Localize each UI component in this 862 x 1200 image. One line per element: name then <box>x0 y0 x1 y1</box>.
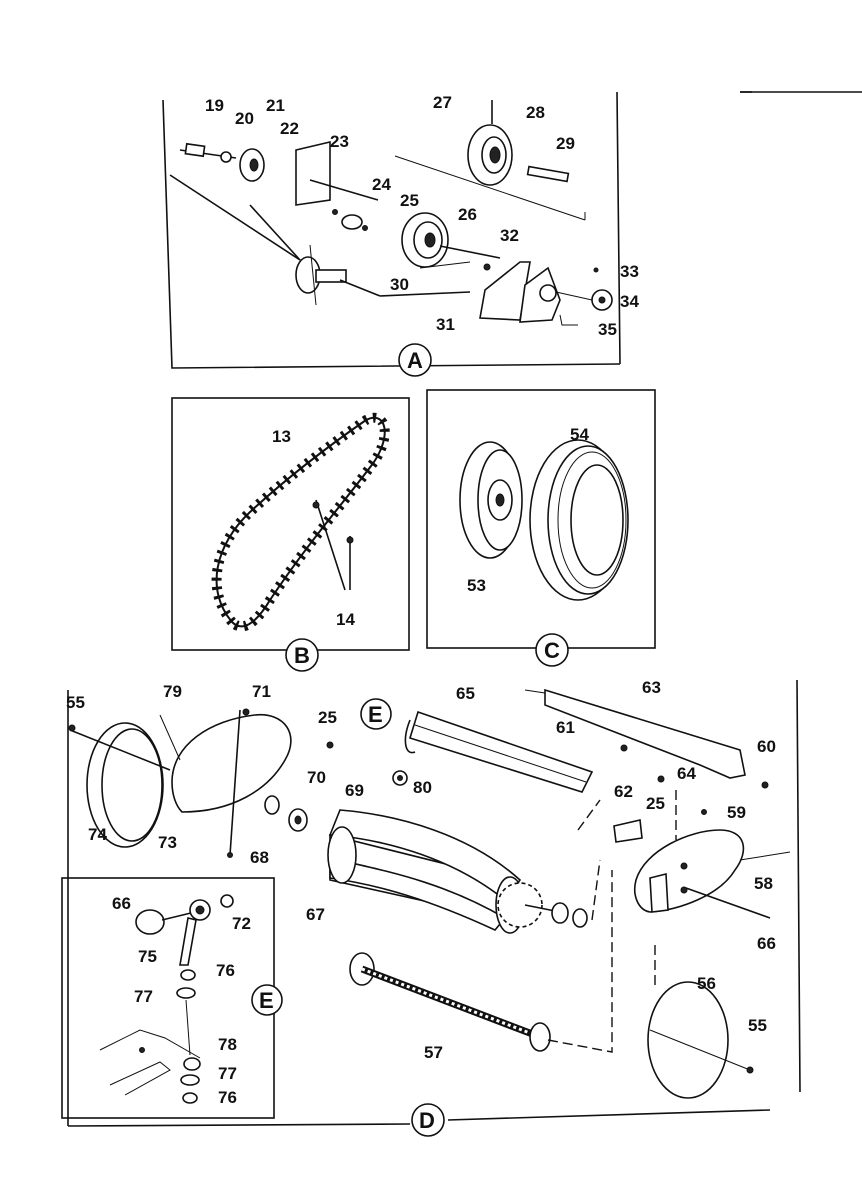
part-label: 63 <box>642 678 661 697</box>
part-label: 29 <box>556 134 575 153</box>
part-label: 32 <box>500 226 519 245</box>
part-label: 76 <box>216 961 235 980</box>
bushing-70-69 <box>264 741 334 832</box>
part-label: 74 <box>88 825 107 844</box>
section-d-marker: D <box>411 1103 445 1137</box>
part-label: 55 <box>66 693 85 712</box>
part-label: 53 <box>467 576 486 595</box>
wheel-hub-53 <box>459 441 523 559</box>
part-label: 77 <box>134 987 153 1006</box>
section-b-marker: B <box>285 638 319 672</box>
part-label: 14 <box>336 610 355 629</box>
drive-shaft-assembly <box>169 140 471 306</box>
side-plate-59 <box>613 809 791 919</box>
part-label: 25 <box>400 191 419 210</box>
part-label: 70 <box>307 768 326 787</box>
section-d-labels: 55 79 71 25 65 63 61 60 70 69 74 73 68 8… <box>66 678 776 1062</box>
part-label: 69 <box>345 781 364 800</box>
drive-chain <box>211 412 390 632</box>
part-label: 66 <box>757 934 776 953</box>
part-label: 76 <box>218 1088 237 1107</box>
part-label: 58 <box>754 874 773 893</box>
part-label: 25 <box>318 708 337 727</box>
part-label: 28 <box>526 103 545 122</box>
section-d-panel <box>67 679 801 1127</box>
pulley-26 <box>401 212 501 269</box>
section-e-labels: 66 72 75 76 77 78 77 76 <box>112 894 251 1107</box>
section-e-marker: E <box>251 984 283 1016</box>
part-label: 22 <box>280 119 299 138</box>
part-label: 25 <box>646 794 665 813</box>
part-label: 35 <box>598 320 617 339</box>
part-label: 23 <box>330 132 349 151</box>
part-label: 77 <box>218 1064 237 1083</box>
part-label: 59 <box>727 803 746 822</box>
pulley-28 <box>394 100 586 221</box>
part-label: 34 <box>620 292 639 311</box>
part-label: 71 <box>252 682 271 701</box>
wheel-74 <box>68 722 171 848</box>
bed-knife-65 <box>392 710 594 793</box>
part-label: 73 <box>158 833 177 852</box>
part-label: 78 <box>218 1035 237 1054</box>
section-label: A <box>407 348 423 373</box>
section-e-inset <box>61 877 275 1119</box>
part-label: 60 <box>757 737 776 756</box>
section-label: C <box>544 638 560 663</box>
section-a-panel <box>162 91 862 369</box>
section-a-labels: 19 20 21 22 23 24 25 26 27 28 29 30 31 3… <box>205 93 639 339</box>
part-label: 19 <box>205 96 224 115</box>
part-label: 31 <box>436 315 455 334</box>
section-label: E <box>368 702 383 727</box>
frame-bar-63 <box>524 688 769 789</box>
reel-67 <box>327 809 588 934</box>
part-label: 26 <box>458 205 477 224</box>
part-label: 75 <box>138 947 157 966</box>
part-label: 57 <box>424 1043 443 1062</box>
part-label: 68 <box>250 848 269 867</box>
part-label: 80 <box>413 778 432 797</box>
section-e-callout: E <box>360 698 392 730</box>
section-c-marker: C <box>535 633 569 667</box>
part-label: 55 <box>748 1016 767 1035</box>
tire-54 <box>529 439 629 601</box>
part-label: 30 <box>390 275 409 294</box>
part-label: 79 <box>163 682 182 701</box>
part-label: 21 <box>266 96 285 115</box>
part-label: 65 <box>456 684 475 703</box>
part-label: 72 <box>232 914 251 933</box>
part-label: 24 <box>372 175 391 194</box>
wheel-56 <box>647 945 754 1099</box>
side-shield-73 <box>159 708 292 858</box>
part-label: 33 <box>620 262 639 281</box>
section-label: D <box>419 1108 435 1133</box>
part-label: 61 <box>556 718 575 737</box>
part-label: 13 <box>272 427 291 446</box>
section-label: B <box>294 643 310 668</box>
part-label: 67 <box>306 905 325 924</box>
section-label: E <box>259 988 274 1013</box>
part-label: 62 <box>614 782 633 801</box>
part-label: 54 <box>570 425 589 444</box>
axle-57 <box>349 870 613 1053</box>
part-label: 56 <box>697 974 716 993</box>
part-label: 20 <box>235 109 254 128</box>
part-label: 66 <box>112 894 131 913</box>
section-a-marker: A <box>398 343 432 377</box>
part-label: 64 <box>677 764 696 783</box>
bracket-31 <box>479 261 613 326</box>
part-label: 27 <box>433 93 452 112</box>
